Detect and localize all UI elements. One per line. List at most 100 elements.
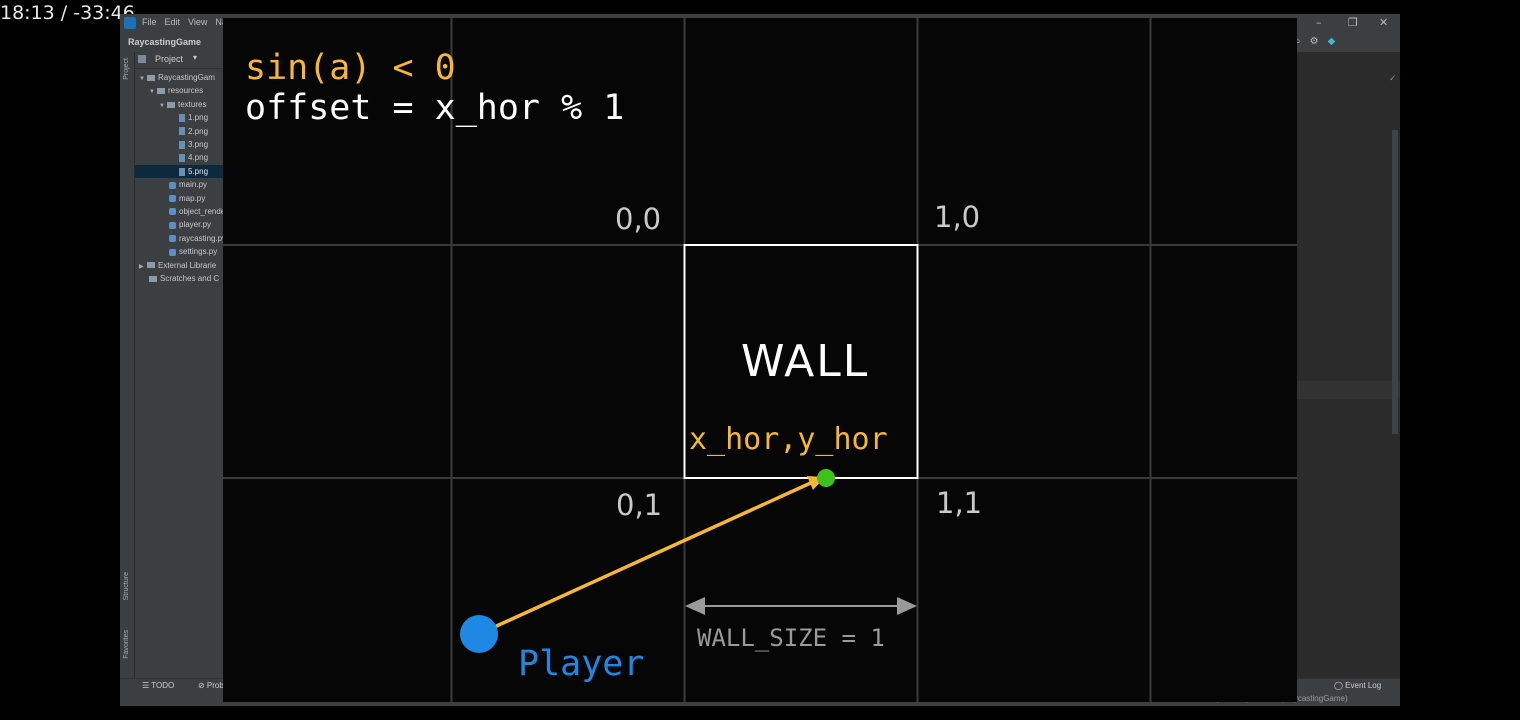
image-file-icon	[179, 114, 185, 123]
tree-item-label: settings.py	[179, 247, 218, 257]
tree-item[interactable]: raycasting.py	[135, 232, 226, 245]
editor-right-pane: ✓	[1297, 52, 1400, 678]
tree-item-label: 5.png	[188, 166, 209, 176]
tree-item-label: External Librarie	[158, 260, 217, 270]
diagram-canvas	[223, 18, 1297, 702]
current-line-highlight	[1297, 381, 1400, 399]
diagram-overlay: sin(a) < 0 offset = x_hor % 1 0,0 1,0 0,…	[223, 18, 1297, 702]
folder-icon	[167, 101, 175, 108]
tree-item-label: 1.png	[188, 113, 209, 123]
inspection-ok-icon: ✓	[1389, 74, 1397, 84]
tree-item[interactable]: ▶ External Librarie	[135, 259, 216, 272]
coord-1-0: 1,0	[934, 200, 981, 234]
project-view-selector[interactable]: Project	[155, 54, 184, 64]
chevron-down-icon[interactable]: ▼	[139, 76, 145, 82]
folder-icon	[147, 262, 155, 269]
minimize-icon[interactable]: –	[1316, 16, 1322, 29]
python-file-icon	[169, 221, 176, 229]
tree-item[interactable]: map.py	[135, 192, 205, 205]
wall-label: WALL	[741, 336, 870, 387]
tree-item[interactable]: ▼ textures	[135, 98, 206, 111]
tree-item-label: RaycastingGam	[158, 73, 215, 82]
tree-item[interactable]: main.py	[135, 178, 207, 191]
folder-icon	[157, 88, 165, 95]
menu-file[interactable]: File	[142, 17, 157, 27]
chevron-down-icon[interactable]: ▼	[149, 89, 155, 96]
coord-1-1: 1,1	[936, 486, 983, 520]
tree-item[interactable]: 4.png	[135, 151, 208, 164]
menu-view[interactable]: View	[188, 17, 208, 27]
tree-item[interactable]: player.py	[135, 218, 211, 231]
tree-item-label: 2.png	[188, 126, 209, 136]
folder-icon	[147, 74, 155, 81]
tree-item-label: resources	[168, 86, 204, 96]
tree-item[interactable]: 1.png	[135, 111, 208, 124]
menu-bar: File Edit View Na	[142, 17, 227, 27]
image-file-icon	[179, 154, 185, 163]
video-timecode: 18:13 / -33:46	[0, 2, 135, 24]
gear-icon[interactable]: ⚙	[1309, 36, 1319, 47]
tree-item-label: 4.png	[188, 153, 209, 163]
hit-point-label: x_hor,y_hor	[689, 422, 888, 457]
todo-tab[interactable]: ☰ TODO	[142, 681, 175, 690]
tree-item[interactable]: object_rende	[135, 205, 225, 218]
problems-tab[interactable]: ⊘ Problen	[198, 681, 235, 690]
python-file-icon	[169, 248, 176, 256]
restore-icon[interactable]: ❐	[1348, 16, 1358, 29]
tree-item-label: Scratches and C	[160, 274, 220, 283]
pycharm-logo-icon	[124, 17, 136, 29]
python-file-icon	[169, 194, 176, 202]
code-condition: sin(a) < 0	[245, 48, 456, 88]
player-dot	[460, 615, 498, 653]
project-panel: Project ▾ ▼RaycastingGam▼resources▼textu…	[135, 52, 269, 692]
coord-0-0: 0,0	[615, 202, 662, 236]
python-file-icon	[169, 208, 176, 216]
tree-item[interactable]: ▼ resources	[135, 84, 203, 97]
event-log-tab[interactable]: ◯ Event Log	[1334, 681, 1382, 690]
coord-0-1: 0,1	[616, 488, 663, 522]
project-view-icon	[138, 55, 146, 63]
tree-item-label: map.py	[179, 193, 206, 203]
tree-item-label: main.py	[179, 180, 208, 190]
hit-point-dot	[817, 469, 835, 487]
wall-cell	[683, 244, 919, 479]
tree-item[interactable]: 2.png	[135, 125, 208, 138]
tree-item[interactable]: settings.py	[135, 245, 217, 258]
tree-item-label: object_rende	[179, 207, 226, 216]
image-file-icon	[179, 167, 185, 176]
wall-size-arrow-left	[685, 597, 705, 615]
chevron-right-icon[interactable]: ▶	[139, 263, 144, 270]
menu-edit[interactable]: Edit	[164, 17, 181, 27]
breadcrumb[interactable]: RaycastingGame	[128, 37, 202, 47]
project-panel-header: Project ▾	[135, 52, 225, 69]
player-label: Player	[518, 644, 645, 684]
folder-icon	[149, 275, 157, 282]
image-file-icon	[179, 127, 185, 136]
close-icon[interactable]: ✕	[1379, 16, 1389, 29]
tree-item[interactable]: ▼ RaycastingGam	[135, 71, 215, 84]
tree-item[interactable]: Scratches and C	[135, 272, 219, 285]
plugin-icon[interactable]: ◆	[1327, 36, 1336, 47]
code-offset: offset = x_hor % 1	[245, 88, 625, 128]
wall-size-arrow-right	[897, 597, 917, 615]
python-file-icon	[169, 181, 176, 189]
image-file-icon	[179, 140, 185, 149]
tree-item-label: raycasting.py	[179, 233, 227, 243]
chevron-down-icon[interactable]: ▾	[193, 53, 198, 62]
menu-navigate[interactable]: Na	[215, 17, 227, 27]
toolbar: ⌕ ⚙ ◆	[1295, 36, 1335, 47]
favorites-tool-tab[interactable]: Favorites	[123, 630, 130, 659]
tree-item-label: player.py	[179, 220, 212, 230]
wall-size-label: WALL_SIZE = 1	[697, 624, 885, 652]
tree-item-label: textures	[178, 99, 207, 109]
editor-scrollbar[interactable]	[1392, 130, 1398, 434]
python-file-icon	[169, 235, 176, 243]
tree-item[interactable]: 3.png	[135, 138, 208, 151]
tree-item-label: 3.png	[188, 140, 209, 149]
search-icon[interactable]: ⌕	[1295, 36, 1301, 47]
structure-tool-tab[interactable]: Structure	[123, 572, 130, 601]
chevron-down-icon[interactable]: ▼	[159, 102, 165, 109]
tool-window-strip: Project Structure Favorites	[120, 52, 135, 692]
project-tool-tab[interactable]: Project	[123, 58, 130, 80]
ray-line	[478, 479, 816, 636]
